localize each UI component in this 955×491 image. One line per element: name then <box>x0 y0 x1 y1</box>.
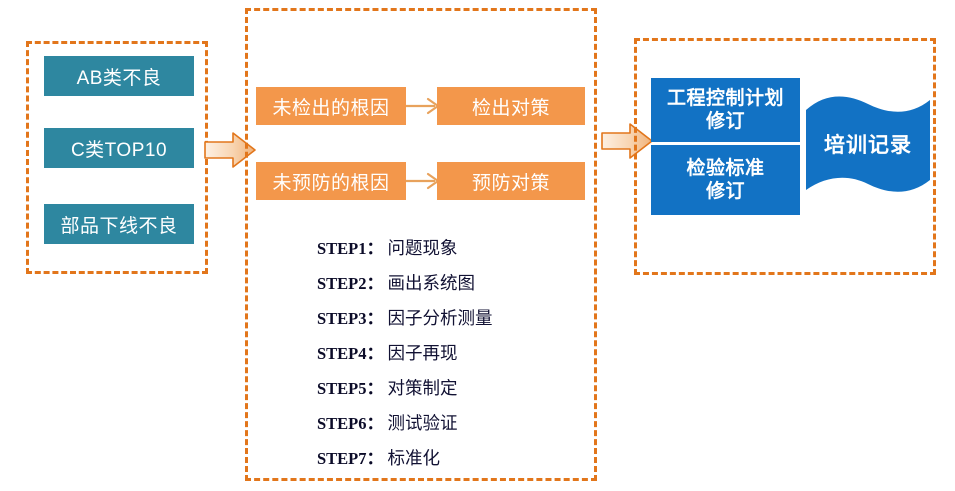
step-label-6: STEP6 <box>317 414 367 433</box>
output-doc-control-plan-line1: 工程控制计划 <box>666 87 784 109</box>
process-action-prevent-countermeasure[interactable]: 预防对策 <box>437 162 585 200</box>
stage-arrow-process-to-output <box>600 121 654 161</box>
step-label-4: STEP4 <box>317 344 367 363</box>
process-cause-not-detected[interactable]: 未检出的根因 <box>256 87 406 125</box>
step-item-2: STEP2：画出系统图 <box>317 266 567 301</box>
step-item-7: STEP7：标准化 <box>317 441 567 476</box>
process-group-panel <box>245 8 597 481</box>
output-doc-control-plan-text: 工程控制计划 修订 <box>667 87 784 133</box>
input-item-c-class-top10[interactable]: C类TOP10 <box>44 128 194 168</box>
step-list: STEP1：问题现象 STEP2：画出系统图 STEP3：因子分析测量 STEP… <box>317 231 567 476</box>
step-text-4: 因子再现 <box>387 343 458 363</box>
process-action-detect-countermeasure[interactable]: 检出对策 <box>437 87 585 125</box>
step-separator-4: ： <box>366 344 384 363</box>
step-separator-1: ： <box>366 239 384 258</box>
wavy-flag-icon <box>806 96 930 192</box>
step-text-6: 测试验证 <box>387 413 458 433</box>
step-text-5: 对策制定 <box>387 378 458 398</box>
step-text-2: 画出系统图 <box>387 273 476 293</box>
step-label-7: STEP7 <box>317 449 367 468</box>
process-cause-not-prevented[interactable]: 未预防的根因 <box>256 162 406 200</box>
output-doc-inspection-standard-text: 检验标准 修订 <box>686 157 764 203</box>
step-item-3: STEP3：因子分析测量 <box>317 301 567 336</box>
step-label-2: STEP2 <box>317 274 367 293</box>
step-text-7: 标准化 <box>387 448 441 468</box>
step-text-1: 问题现象 <box>387 238 458 258</box>
output-doc-control-plan-line2: 修订 <box>705 111 745 132</box>
step-separator-5: ： <box>366 379 384 398</box>
output-doc-inspection-standard-line1: 检验标准 <box>686 157 765 179</box>
step-separator-2: ： <box>366 274 384 293</box>
step-item-5: STEP5：对策制定 <box>317 371 567 406</box>
stage-arrow-input-to-process <box>203 130 257 170</box>
step-label-5: STEP5 <box>317 379 367 398</box>
step-separator-6: ： <box>366 414 384 433</box>
step-item-1: STEP1：问题现象 <box>317 231 567 266</box>
right-block-arrow-icon <box>204 132 256 168</box>
step-separator-7: ： <box>366 449 384 468</box>
output-doc-control-plan-revision[interactable]: 工程控制计划 修订 <box>651 78 800 142</box>
step-label-1: STEP1 <box>317 239 367 258</box>
step-label-3: STEP3 <box>317 309 367 328</box>
right-block-arrow-icon <box>601 123 653 159</box>
step-separator-3: ： <box>366 309 384 328</box>
step-item-6: STEP6：测试验证 <box>317 406 567 441</box>
output-group-panel <box>634 38 936 275</box>
step-text-3: 因子分析测量 <box>387 308 493 328</box>
output-training-record-flag[interactable]: 培训记录 <box>804 96 932 196</box>
step-item-4: STEP4：因子再现 <box>317 336 567 371</box>
input-item-part-offline-defect[interactable]: 部品下线不良 <box>44 204 194 244</box>
input-item-ab-class[interactable]: AB类不良 <box>44 56 194 96</box>
output-doc-inspection-standard-line2: 修订 <box>705 181 745 202</box>
output-doc-inspection-standard-revision[interactable]: 检验标准 修订 <box>651 145 800 215</box>
